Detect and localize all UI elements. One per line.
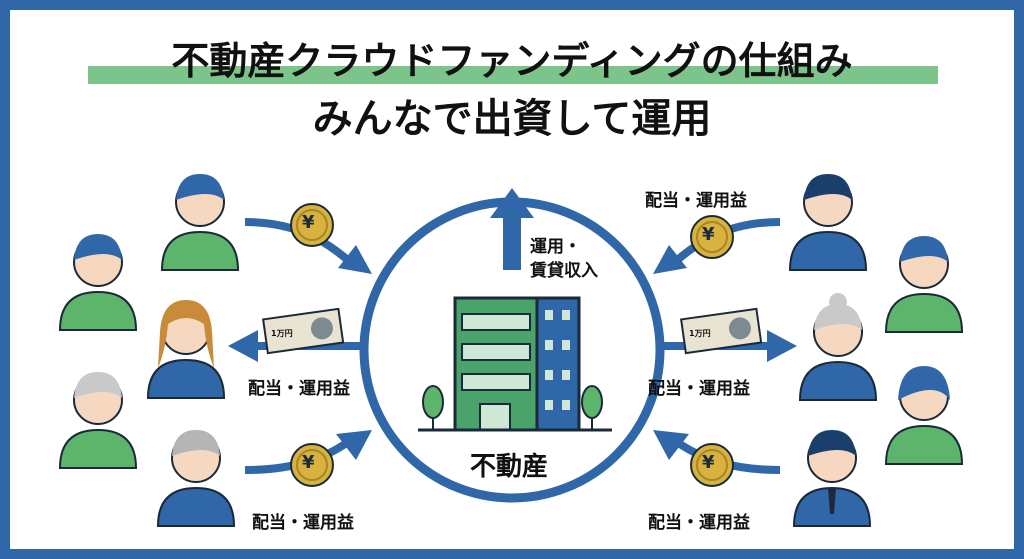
- person-icon: [884, 366, 964, 465]
- coin-icon: [690, 215, 734, 259]
- income-arrow: [490, 188, 534, 270]
- return-label: 配当・運用益: [648, 379, 750, 399]
- person-icon: [798, 293, 878, 401]
- coin-symbol: ¥: [702, 224, 715, 245]
- coin-icon: [290, 203, 334, 247]
- coin-icon: [690, 443, 734, 487]
- person-icon: [792, 430, 872, 527]
- person-icon: [146, 300, 226, 399]
- banknote-icon: [680, 307, 763, 355]
- banknote-label: 1万円: [271, 329, 293, 338]
- income-label-line1: 運用・: [530, 237, 581, 257]
- coin-symbol: ¥: [302, 452, 315, 473]
- person-icon: [58, 234, 138, 331]
- return-label: 配当・運用益: [645, 191, 747, 211]
- coin-icon: [290, 443, 334, 487]
- center-label: 不動産: [470, 452, 549, 482]
- person-icon: [884, 236, 964, 333]
- building-icon: [418, 296, 612, 432]
- person-icon: [788, 174, 868, 271]
- return-label: 配当・運用益: [248, 379, 350, 399]
- title-highlight: [88, 66, 938, 84]
- person-icon: [160, 174, 240, 271]
- return-label: 配当・運用益: [648, 513, 750, 533]
- banknote-icon: [262, 307, 345, 355]
- return-label: 配当・運用益: [252, 513, 354, 533]
- person-icon: [58, 372, 138, 469]
- diagram-subtitle: みんなで出資して運用: [312, 96, 712, 142]
- coin-symbol: ¥: [702, 452, 715, 473]
- diagram-title: 不動産クラウドファンディングの仕組み: [171, 39, 853, 83]
- person-icon: [156, 430, 236, 527]
- banknote-label: 1万円: [689, 329, 711, 338]
- income-label-line2: 賃貸収入: [530, 261, 598, 281]
- coin-symbol: ¥: [302, 212, 315, 233]
